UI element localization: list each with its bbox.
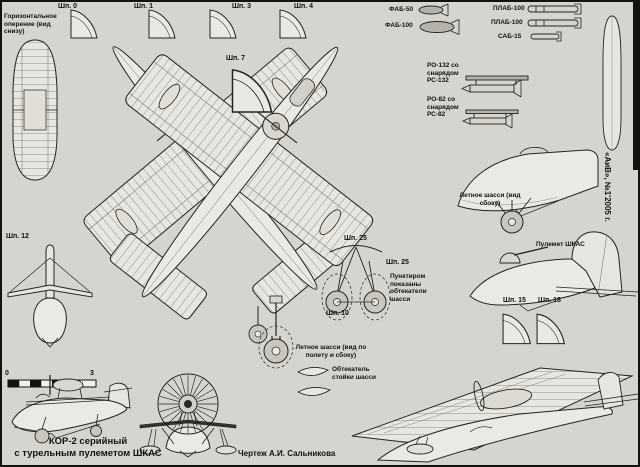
- canopy-drawing: [519, 146, 549, 155]
- tail-front-view-drawing: [7, 244, 93, 348]
- frame-section-18-drawing: [536, 313, 565, 345]
- gear-fairing-drawing: [297, 367, 331, 396]
- fin-rudder-drawing: [571, 231, 623, 298]
- frame-section-4-drawing: [279, 9, 307, 39]
- wing-float-left-drawing: [139, 445, 161, 455]
- label-frame-4: Шп. 4: [294, 3, 314, 10]
- label-plab100-top: ПЛАБ-100: [493, 5, 525, 12]
- label-flight-gear-side: Летное шасси (вид сбоку): [459, 192, 521, 207]
- rs132-rocket-drawing: [469, 84, 515, 93]
- frame-section-3-drawing: [209, 9, 237, 39]
- page-edge-strip: [633, 2, 638, 170]
- label-flight-gear-front: Летное шасси (вид по полету и сбоку): [295, 344, 367, 359]
- plab100-bomb-top-drawing: [527, 5, 579, 13]
- label-fab50: ФАБ-50: [389, 6, 414, 13]
- ro132-rail-drawing: [465, 75, 529, 81]
- side-view-beaching-drawing: [11, 375, 133, 444]
- label-frame-0: Шп. 0: [58, 3, 78, 10]
- label-frame-7: Шп. 7: [226, 55, 246, 62]
- caption-title-line2: с турельным пулеметом ШКАС: [14, 448, 162, 459]
- perspective-nacelle-drawing: [479, 388, 533, 410]
- gear-side-small-drawing: [248, 295, 294, 369]
- hull-front-drawing: [165, 426, 211, 454]
- wing-float-right-drawing: [215, 445, 237, 455]
- scale-end: 3: [90, 370, 94, 377]
- wheel-fairing-dashed-drawing: [321, 273, 353, 321]
- label-frame-25b: Шп. 25: [386, 259, 409, 266]
- wing-strut-section-drawing: [602, 2, 638, 170]
- label-frame-1: Шп. 1: [134, 3, 154, 10]
- label-frame-10: Шп. 10: [326, 310, 349, 317]
- rs82-rocket-drawing: [469, 117, 507, 125]
- label-ro132: РО-132 со снарядом РС-132: [427, 62, 459, 85]
- ro82-rail-drawing: [465, 109, 519, 114]
- magazine-reference: «АиВ», №1'2005 г.: [603, 152, 612, 222]
- front-view-drawing: [139, 373, 237, 458]
- fab50-bomb-drawing: [418, 5, 444, 15]
- label-sab15: САБ-15: [498, 33, 522, 40]
- sab15-bomb-drawing: [530, 33, 560, 40]
- label-fab100: ФАБ-100: [385, 22, 413, 29]
- engine-nacelle-drawing: [52, 378, 84, 392]
- shkas-gun-drawing: [513, 246, 549, 256]
- perspective-propeller-drawing: [473, 380, 485, 412]
- horizontal-tail-drawing: [12, 39, 58, 181]
- landing-gear-front-view-drawing: [321, 245, 391, 321]
- frame-section-15-drawing: [502, 313, 531, 345]
- tail-side-view-drawing: [469, 231, 639, 312]
- perspective-fin-drawing: [597, 372, 624, 410]
- label-frame-3: Шп. 3: [232, 3, 252, 10]
- rockets-drawing: [461, 75, 529, 129]
- label-frame-25a: Шп. 25: [344, 235, 367, 242]
- scale-start: 0: [5, 370, 9, 377]
- turret-drawing: [499, 252, 521, 264]
- caption-title-line1: КОР-2 серийный: [48, 436, 128, 447]
- label-frame-12: Шп. 12: [6, 233, 29, 240]
- frame-section-1-drawing: [148, 9, 176, 39]
- tailplane-drawing: [555, 286, 639, 297]
- frame-section-0-drawing: [70, 9, 98, 39]
- label-frame-18: Шп. 18: [538, 297, 561, 304]
- label-plab100-bottom: ПЛАБ-100: [491, 19, 523, 26]
- label-fairing-note: Пунктиром показаны обтекатели шасси: [390, 273, 427, 303]
- label-frame-15: Шп. 15: [503, 297, 526, 304]
- fab100-bomb-drawing: [419, 21, 455, 33]
- perspective-hull-drawing: [376, 406, 613, 463]
- spinner-drawing: [184, 400, 192, 408]
- label-horizontal-tail: Горизонтальное оперение (вид снизу): [4, 13, 57, 36]
- bombs-drawing: [418, 3, 582, 42]
- plab100-bomb-bottom-drawing: [527, 19, 579, 27]
- perspective-float-drawing: [406, 443, 434, 455]
- landing-gear-side-view-drawing: [457, 146, 599, 234]
- label-shkas-gun: Пулемет ШКАС: [536, 241, 585, 248]
- perspective-view-drawing: [351, 367, 639, 463]
- drawing-credit: Чертеж А.И. Сальникова: [238, 449, 336, 458]
- label-ro82: РО-82 со снарядом РС-82: [427, 96, 459, 119]
- label-strut-fairing: Обтекатель стойки шасси: [332, 366, 376, 381]
